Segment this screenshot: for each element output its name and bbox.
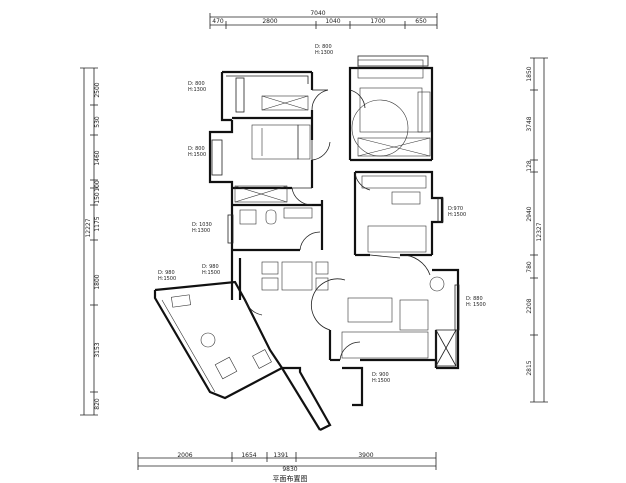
bottom-dim-3: 1391 xyxy=(273,452,288,459)
walls xyxy=(153,66,460,431)
dining-table xyxy=(281,261,313,291)
right-dimensions: 1850 3748 128 2940 780 2208 2815 12327 xyxy=(526,57,548,403)
right-dim-1: 1850 xyxy=(526,66,533,81)
plan-title: 平面布置图 xyxy=(273,474,308,483)
coffee-table xyxy=(347,297,393,323)
window-label-h-6: H:1500 xyxy=(158,276,176,282)
left-dim-4: 100 xyxy=(94,180,101,192)
bottom-overall-dim: 9830 xyxy=(282,466,297,473)
windows xyxy=(211,55,460,367)
left-dim-8: 3153 xyxy=(94,342,101,357)
window-label-d-3: D: 800 xyxy=(188,146,205,152)
window-label-h-4: H:1300 xyxy=(192,228,210,234)
window-label-d-8: D: 880 xyxy=(466,296,483,302)
left-dim-1: 2500 xyxy=(94,82,101,97)
window-label-h-1: H:1300 xyxy=(315,50,333,56)
right-dim-2: 3748 xyxy=(526,116,533,131)
doors xyxy=(244,89,431,361)
window-label-h-5: H:1500 xyxy=(448,212,466,218)
left-dim-2: 530 xyxy=(94,116,101,128)
window-label-d-2: D: 800 xyxy=(188,81,205,87)
bottom-dimensions: 2006 1654 1391 3900 9830 平面布置图 xyxy=(137,452,437,483)
bottom-dim-1: 2006 xyxy=(177,452,192,459)
left-overall-dim: 12227 xyxy=(85,218,92,237)
right-dim-5: 780 xyxy=(526,261,533,273)
middle-bed xyxy=(367,225,427,253)
right-dim-4: 2940 xyxy=(526,206,533,221)
window-label-d-4: D: 1030 xyxy=(192,222,212,228)
bottom-dim-2: 1654 xyxy=(241,452,256,459)
left-dim-6: 1175 xyxy=(94,216,101,231)
top-overall-dim: 7040 xyxy=(310,10,325,17)
right-dim-6: 2208 xyxy=(526,298,533,313)
kitchen-table xyxy=(200,332,216,348)
window-label-d-9: D: 900 xyxy=(372,372,389,378)
right-dim-7: 2815 xyxy=(526,360,533,375)
left-dimensions: 12227 2500 530 1460 100 150 1175 1800 31… xyxy=(80,67,101,416)
top-dim-3: 1040 xyxy=(325,18,340,25)
top-dim-2: 2800 xyxy=(262,18,277,25)
right-dim-3: 128 xyxy=(526,160,533,172)
plant xyxy=(429,276,445,292)
furniture xyxy=(161,59,445,393)
toilet xyxy=(265,209,277,225)
left-dim-5: 150 xyxy=(94,192,101,204)
top-dim-1: 470 xyxy=(212,18,224,25)
window-label-d-5: D:970 xyxy=(448,206,463,212)
window-label-h-9: H:1500 xyxy=(372,378,390,384)
top-dim-4: 1700 xyxy=(370,18,385,25)
left-dim-9: 820 xyxy=(94,398,101,410)
round-bed xyxy=(351,99,409,157)
wardrobe-top xyxy=(261,95,309,111)
window-labels: D: 800 H:1300 D: 800 H:1300 D: 800 H:150… xyxy=(158,44,486,384)
top-dimensions: 7040 470 2800 1040 1700 650 xyxy=(209,10,438,29)
window-label-h-3: H:1500 xyxy=(188,152,206,158)
bottom-dim-4: 3900 xyxy=(358,452,373,459)
window-label-d-1: D: 800 xyxy=(315,44,332,50)
master-bed xyxy=(251,124,299,160)
left-dim-3: 1460 xyxy=(94,150,101,165)
right-overall-dim: 12327 xyxy=(536,222,543,241)
window-label-d-7: D: 980 xyxy=(202,264,219,270)
window-label-h-8: H: 1500 xyxy=(466,302,486,308)
window-label-h-2: H:1300 xyxy=(188,87,206,93)
left-dim-7: 1800 xyxy=(94,274,101,289)
sofa xyxy=(341,331,429,359)
window-label-h-7: H:1500 xyxy=(202,270,220,276)
top-dim-5: 650 xyxy=(415,18,427,25)
window-label-d-6: D: 980 xyxy=(158,270,175,276)
